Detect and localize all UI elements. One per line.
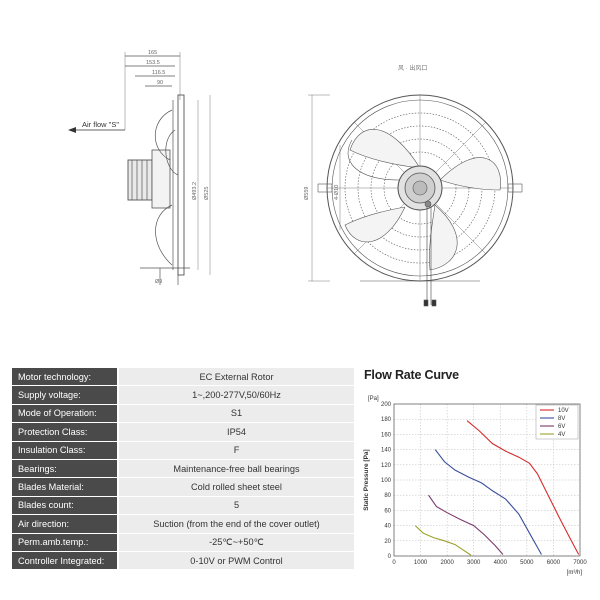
spec-value: 5 <box>117 496 354 515</box>
series-line-10v <box>466 420 580 555</box>
series-line-6v <box>428 494 504 555</box>
technical-drawings: 165 153.5 116.5 90 Ø493.2 Ø525 Ø9 Air fl… <box>68 50 523 307</box>
x-tick-label: 6000 <box>547 560 561 566</box>
y-tick-label: 20 <box>384 539 391 545</box>
y-tick-label: 100 <box>381 478 392 484</box>
dim-label-dia-outer: Ø525 <box>204 187 210 200</box>
y-axis-label: Static Pressure [Pa] <box>363 449 370 510</box>
y-tick-label: 0 <box>388 554 392 560</box>
spec-value: 1~,200-277V,50/60Hz <box>117 386 354 404</box>
spec-row: Bearings:Maintenance-free ball bearings <box>12 459 354 478</box>
x-tick-label: 0 <box>392 560 396 566</box>
spec-row: Perm.amb.temp.:-25℃~+50℃ <box>12 533 354 551</box>
dim-label-165: 165 <box>148 50 157 56</box>
spec-label: Insulation Class: <box>12 441 117 459</box>
spec-row: Blades Material:Cold rolled sheet steel <box>12 478 354 496</box>
y-tick-label: 160 <box>381 432 392 438</box>
spec-label: Controller Integrated: <box>12 551 117 570</box>
spec-row: Protection Class:IP54 <box>12 423 354 441</box>
x-tick-label: 7000 <box>573 560 587 566</box>
spec-row: Controller Integrated:0-10V or PWM Contr… <box>12 551 354 570</box>
legend-label: 10V <box>558 408 569 414</box>
spec-value: EC External Rotor <box>117 368 354 386</box>
y-tick-label: 80 <box>384 493 391 499</box>
spec-label: Motor technology: <box>12 368 117 386</box>
legend-label: 6V <box>558 424 565 430</box>
spec-row: Blades count:5 <box>12 496 354 515</box>
y-tick-label: 200 <box>381 402 392 408</box>
spec-row: Supply voltage:1~,200-277V,50/60Hz <box>12 386 354 404</box>
dim-label-bottom: Ø9 <box>155 279 162 285</box>
spec-value: F <box>117 441 354 459</box>
x-tick-label: 5000 <box>520 560 534 566</box>
spec-value: S1 <box>117 404 354 423</box>
dim-label-front-height: Ø559 <box>304 187 310 200</box>
spec-label: Bearings: <box>12 459 117 478</box>
x-tick-label: 1000 <box>414 560 428 566</box>
spec-label: Mode of Operation: <box>12 404 117 423</box>
series-line-8v <box>434 449 542 555</box>
legend-label: 4V <box>558 432 565 438</box>
spec-row: Insulation Class:F <box>12 441 354 459</box>
series-line-4v <box>414 525 472 556</box>
y-tick-label: 40 <box>384 524 391 530</box>
dim-label-dia-inner: Ø493.2 <box>192 182 198 200</box>
y-tick-label: 140 <box>381 448 392 454</box>
legend-label: 8V <box>558 416 565 422</box>
dim-label-116: 116.5 <box>152 70 165 76</box>
spec-value: Suction (from the end of the cover outle… <box>117 515 354 533</box>
dim-label-153: 153.5 <box>146 60 160 66</box>
spec-label: Supply voltage: <box>12 386 117 404</box>
dim-label-90: 90 <box>157 80 163 86</box>
front-view-note: 风 · 出风口 <box>398 64 427 72</box>
spec-value: Maintenance-free ball bearings <box>117 459 354 478</box>
side-view-drawing <box>68 52 211 285</box>
flow-rate-chart: 0 1000 2000 3000 4000 5000 6000 7000 0 20 40 60 80 10… <box>363 396 587 576</box>
spec-value: 0-10V or PWM Control <box>117 551 354 570</box>
dim-label-front-side: 4-Ø10 <box>334 185 340 200</box>
x-tick-label: 4000 <box>494 560 508 566</box>
chart-title: Flow Rate Curve <box>364 368 459 382</box>
x-tick-label: 3000 <box>467 560 481 566</box>
spec-row: Motor technology:EC External Rotor <box>12 368 354 386</box>
spec-label: Perm.amb.temp.: <box>12 533 117 551</box>
y-tick-label: 60 <box>384 508 391 514</box>
spec-label: Protection Class: <box>12 423 117 441</box>
y-axis-unit: [Pa] <box>368 396 379 402</box>
front-view-drawing <box>308 94 523 307</box>
y-tick-label: 180 <box>381 417 392 423</box>
spec-label: Blades count: <box>12 496 117 515</box>
spec-row: Mode of Operation:S1 <box>12 404 354 423</box>
spec-value: -25℃~+50℃ <box>117 533 354 551</box>
spec-row: Air direction:Suction (from the end of t… <box>12 515 354 533</box>
spec-value: IP54 <box>117 423 354 441</box>
x-axis-unit: [m³/h] <box>567 570 583 576</box>
y-tick-label: 120 <box>381 463 392 469</box>
spec-label: Air direction: <box>12 515 117 533</box>
legend-box <box>535 404 579 440</box>
x-tick-label: 2000 <box>440 560 454 566</box>
spec-value: Cold rolled sheet steel <box>117 478 354 496</box>
airflow-label: Air flow "S" <box>82 120 119 129</box>
spec-label: Blades Material: <box>12 478 117 496</box>
plot-frame <box>393 403 581 557</box>
